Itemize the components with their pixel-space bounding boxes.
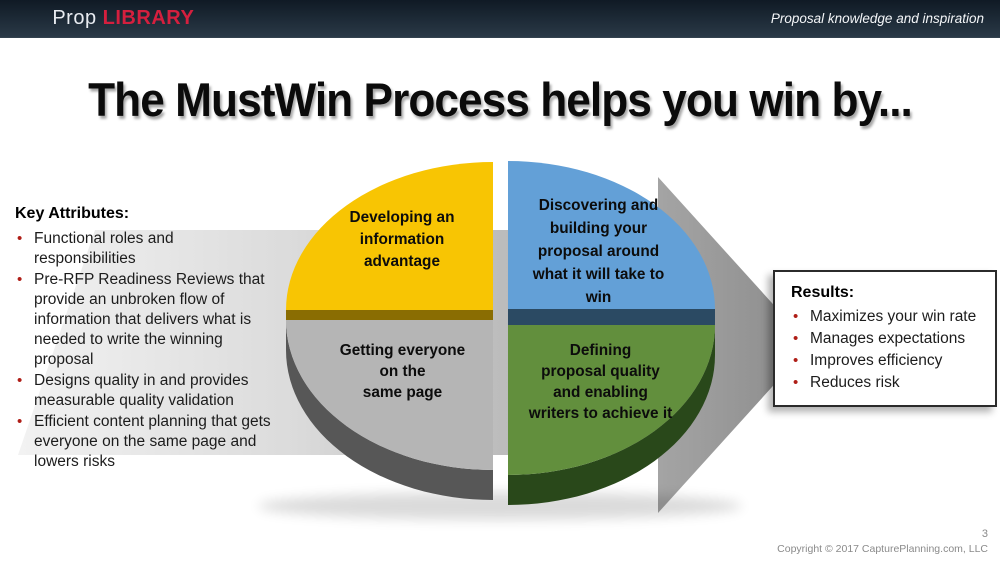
key-attributes-heading: Key Attributes: xyxy=(15,205,130,222)
pie-label-discovering: Discovering and building your proposal a… xyxy=(532,197,665,306)
pie-label-developing: Developing an information advantage xyxy=(349,209,455,270)
results-item: Maximizes your win rate xyxy=(791,306,987,327)
slide-title: The MustWin Process helps you win by... xyxy=(88,73,913,126)
pie-slice-green xyxy=(508,325,715,475)
pie-slice-yellow-side xyxy=(286,310,493,320)
logo-library-text: LIBRARY xyxy=(102,7,195,29)
copyright-text: Copyright © 2017 CapturePlanning.com, LL… xyxy=(777,543,988,555)
logo-prop-text: Prop xyxy=(52,7,103,29)
pie-shadow xyxy=(258,492,742,520)
key-attributes-panel: Key Attributes: Functional roles and res… xyxy=(15,205,295,473)
key-attribute-item: Efficient content planning that gets eve… xyxy=(15,412,295,472)
pie-label-getting-everyone: Getting everyone on the same page xyxy=(339,342,466,401)
slide-footer: 3 Copyright © 2017 CapturePlanning.com, … xyxy=(777,527,988,557)
results-item: Reduces risk xyxy=(791,372,987,393)
results-heading: Results: xyxy=(791,284,855,301)
key-attribute-item: Designs quality in and provides measurab… xyxy=(15,371,295,411)
prop-library-logo: Prop LIBRARY xyxy=(16,0,194,53)
key-attribute-item: Functional roles and responsibilities xyxy=(15,229,295,269)
pie-slice-gray xyxy=(286,320,493,470)
pie-label-defining-quality: Defining proposal quality and enabling w… xyxy=(528,342,673,422)
results-box: Results: Maximizes your win rate Manages… xyxy=(773,270,997,407)
pie-slice-yellow xyxy=(286,162,493,310)
key-attributes-list: Functional roles and responsibilities Pr… xyxy=(15,229,295,472)
results-list: Maximizes your win rate Manages expectat… xyxy=(791,306,987,393)
header-bar: Prop LIBRARY Proposal knowledge and insp… xyxy=(0,0,1000,38)
key-attribute-item: Pre-RFP Readiness Reviews that provide a… xyxy=(15,270,295,370)
header-tagline: Proposal knowledge and inspiration xyxy=(770,11,984,26)
results-item: Manages expectations xyxy=(791,328,987,349)
pie-slice-blue-side xyxy=(508,309,715,325)
page-number: 3 xyxy=(981,528,988,540)
results-item: Improves efficiency xyxy=(791,350,987,371)
pie-slice-blue xyxy=(508,161,715,309)
